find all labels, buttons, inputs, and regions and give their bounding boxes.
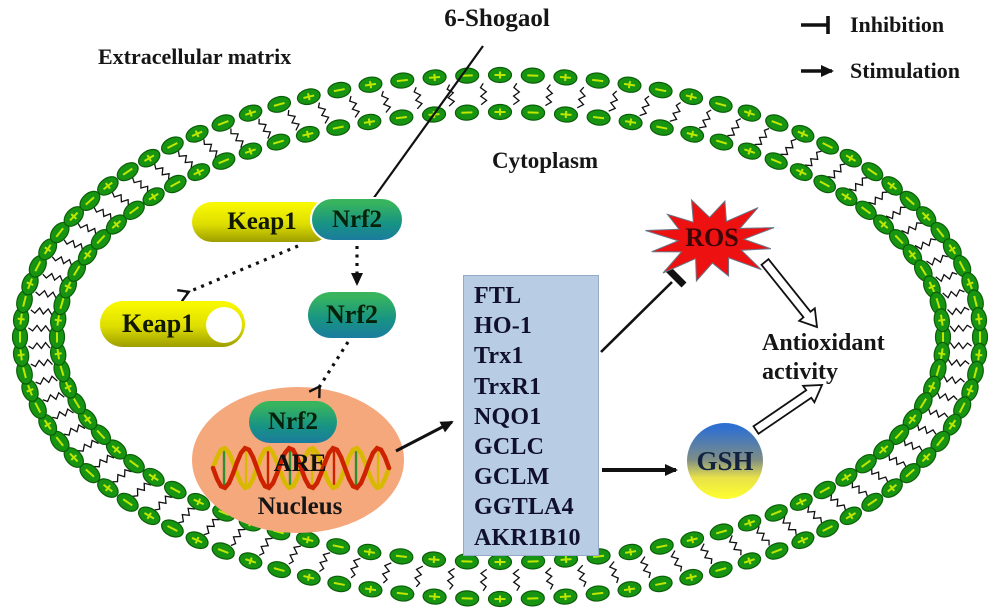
cytoplasm-label: Cytoplasm (492, 148, 599, 173)
gene-item: GGTLA4 (474, 494, 574, 521)
ros-label: ROS (685, 223, 739, 252)
legend: Inhibition Stimulation (798, 2, 960, 94)
nrf2-nuclear-pill: Nrf2 (249, 401, 337, 443)
nucleus-label: Nucleus (257, 493, 343, 520)
gsh-sphere: GSH (687, 423, 763, 499)
are-label: ARE (273, 450, 327, 477)
gene-item: NQO1 (474, 403, 542, 430)
keap1-bound-label: Keap1 (227, 208, 297, 235)
membrane-bilayer (11, 66, 989, 608)
open-arrow-ros-to-antioxidant (760, 257, 819, 329)
shogaol-line (367, 45, 484, 207)
extracellular-matrix-label: Extracellular matrix (98, 44, 292, 69)
open-arrow-gsh-to-antioxidant (752, 384, 824, 435)
antioxidant-activity-label: Antioxidant activity (762, 329, 885, 387)
gsh-label: GSH (696, 445, 754, 476)
keap1-binding-pocket (206, 307, 242, 343)
nrf2-free-pill: Nrf2 (308, 292, 396, 338)
gene-item: Trx1 (474, 343, 524, 370)
nrf2-bound-label: Nrf2 (332, 205, 382, 233)
antioxidant-line2: activity (762, 359, 838, 385)
arrow-nucleus-to-genes (395, 420, 454, 453)
legend-row-stimulation: Stimulation (798, 48, 960, 94)
gene-item: TrxR1 (474, 373, 542, 400)
nrf2-bound-pill: Nrf2 (310, 197, 404, 242)
dna-helix-icon (210, 445, 392, 491)
gene-item: FTL (474, 283, 522, 309)
title-6-shogaol: 6-Shogaol (444, 5, 550, 32)
target-gene-box: FTL HO-1 Trx1 TrxR1 NQO1 GCLC GCLM GGTLA… (463, 275, 599, 556)
antioxidant-line1: Antioxidant (762, 330, 885, 356)
gene-item: AKR1B10 (474, 524, 581, 551)
stimulation-arrow-icon (801, 65, 834, 77)
gene-item: GCLC (474, 434, 545, 461)
legend-row-inhibition: Inhibition (798, 2, 960, 48)
stimulation-label: Stimulation (850, 58, 961, 83)
keap1-bound-pill: Keap1 (192, 202, 332, 242)
inhibition-label: Inhibition (850, 12, 945, 37)
inhibition-line-genes-to-ros (600, 281, 673, 353)
nrf2-free-label: Nrf2 (326, 300, 378, 329)
nrf2-nuclear-label: Nrf2 (268, 408, 318, 435)
dotted-arrow-nrf2-translocation (318, 341, 350, 389)
inhibition-bar-icon (665, 266, 687, 288)
dotted-arrow-keap1-release (186, 244, 299, 293)
keap1-free-label: Keap1 (122, 309, 195, 338)
inhibition-tbar-icon (801, 16, 830, 34)
gene-item: GCLM (474, 464, 550, 491)
gene-item: HO-1 (474, 313, 533, 340)
ros-starburst-icon (645, 198, 775, 283)
